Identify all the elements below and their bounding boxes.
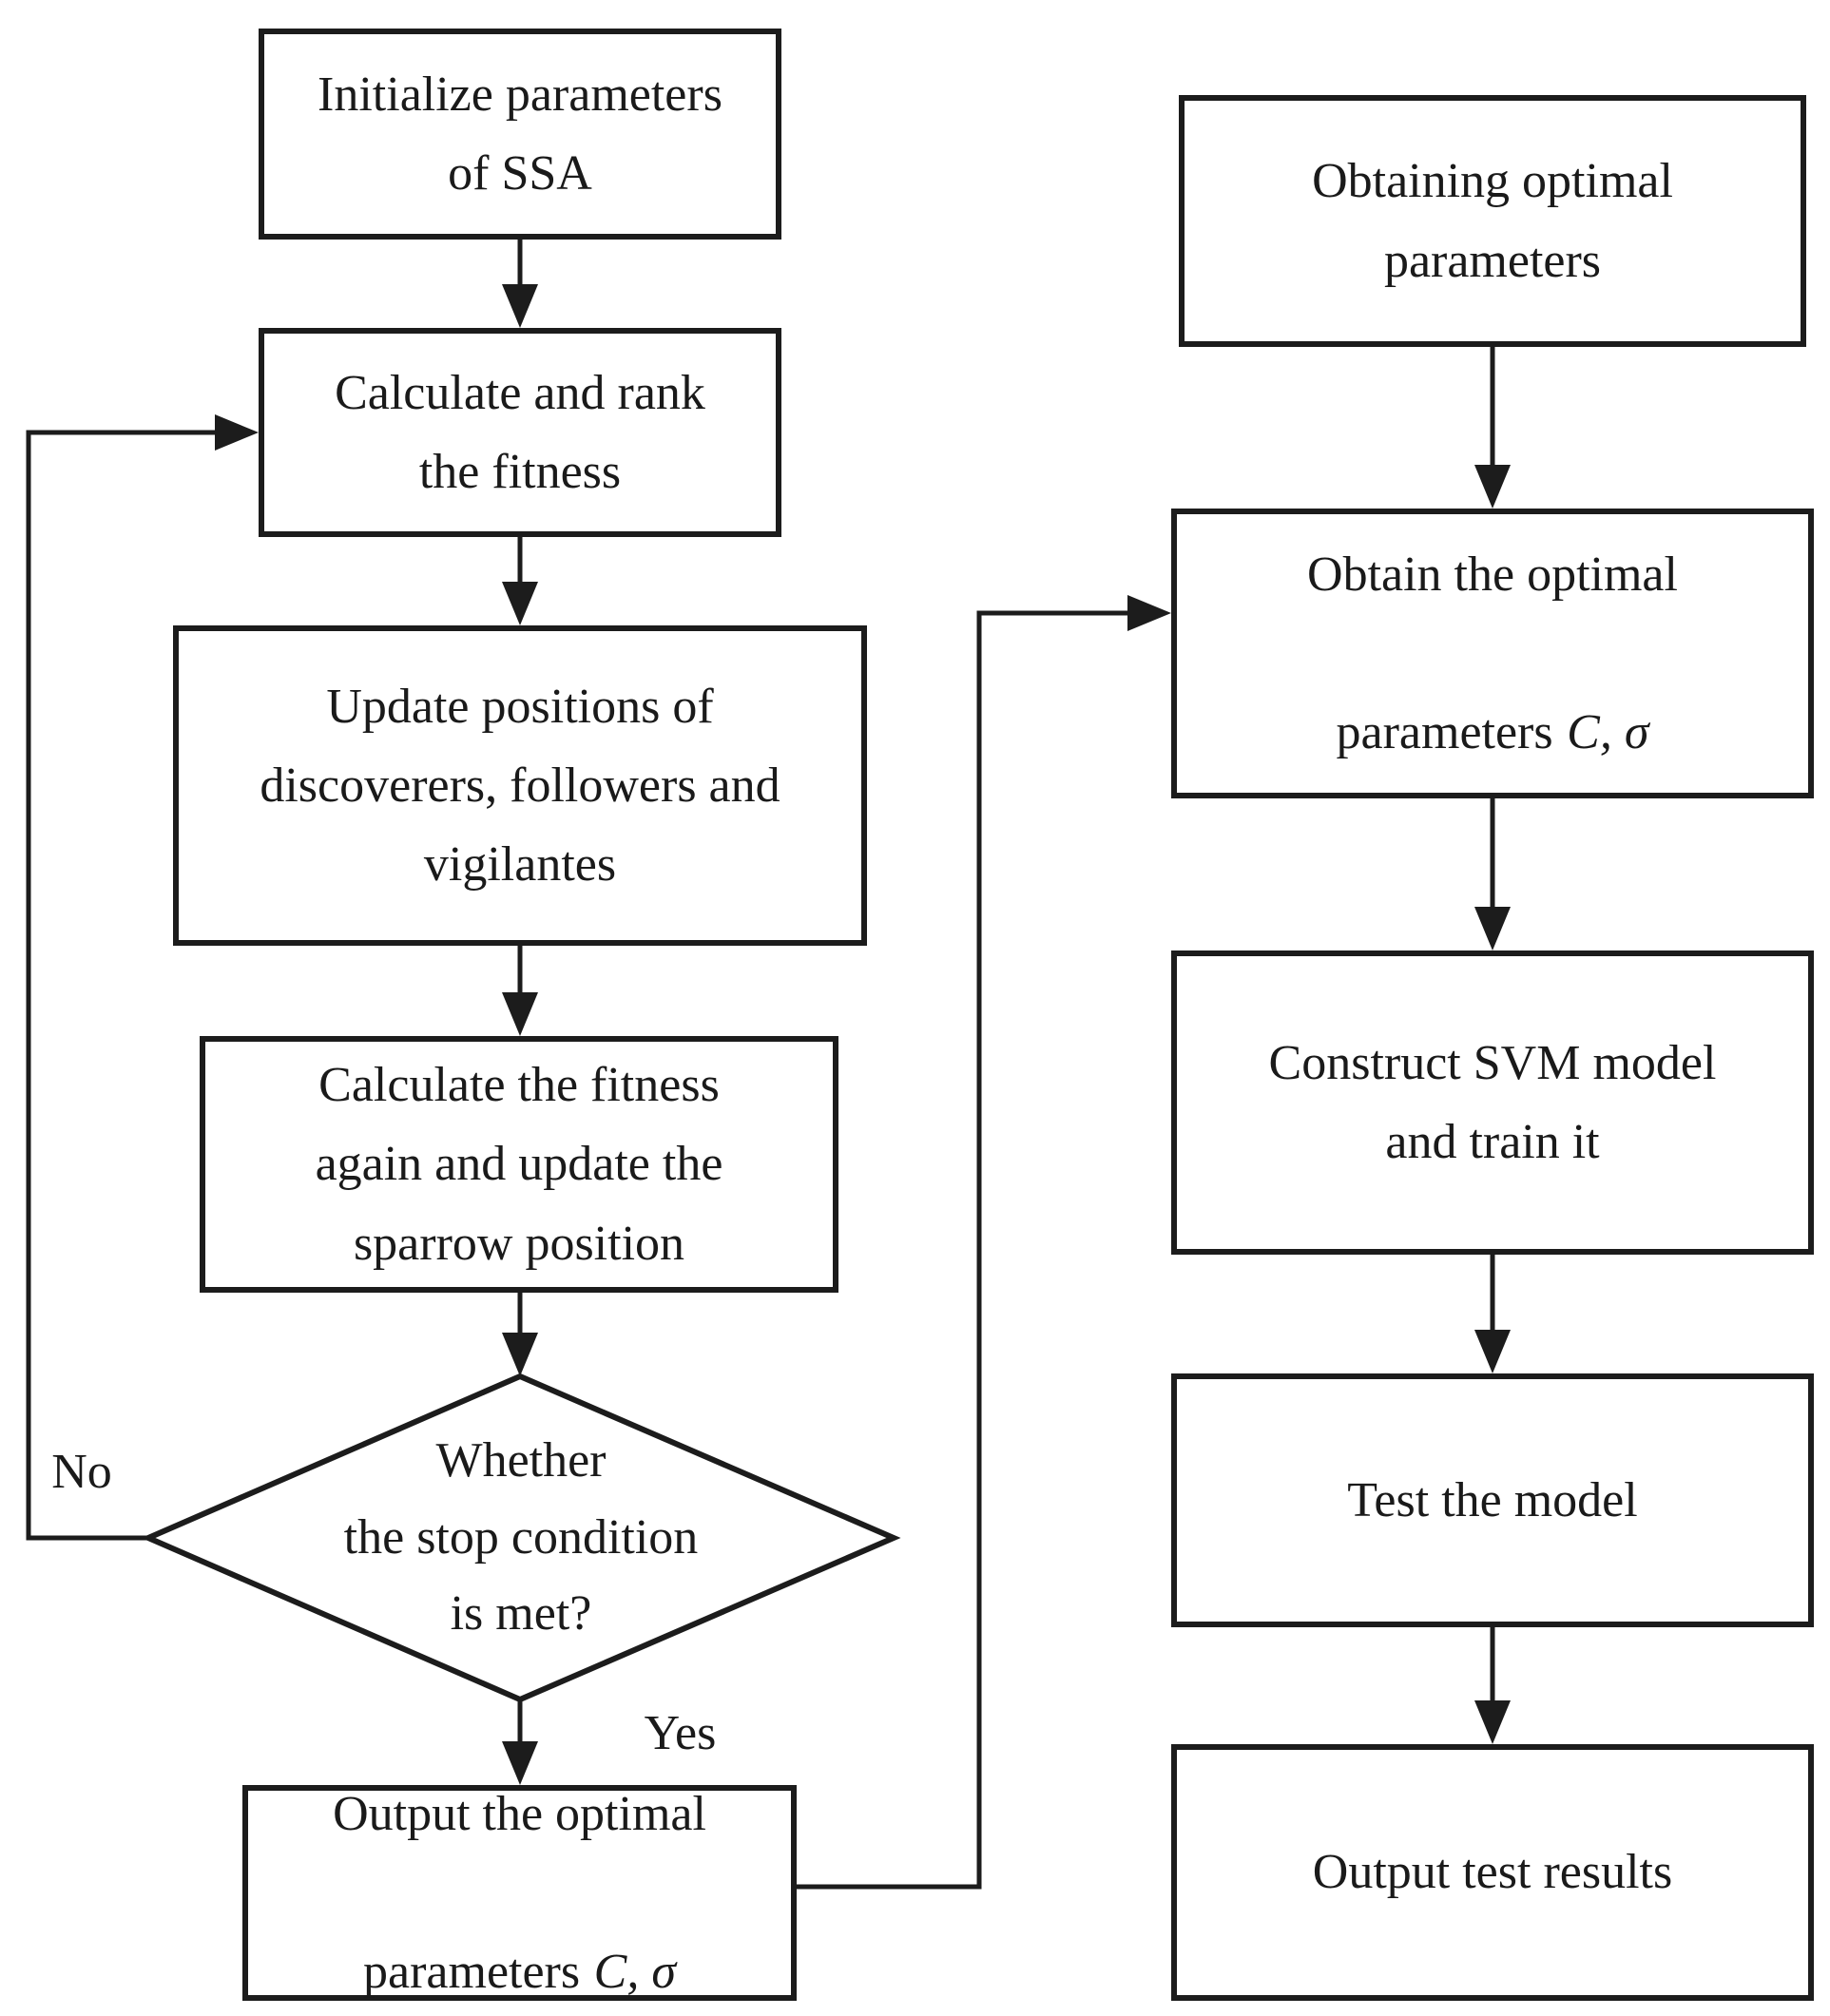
node-text-line: Obtain the optimal [1307, 547, 1678, 602]
node-calculate-fitness-again: Calculate the fitness again and update t… [200, 1036, 838, 1293]
node-output-test-results: Output test results [1171, 1744, 1814, 2001]
edge-update-to-again [502, 946, 538, 1036]
edge-decision-yes-to-output [502, 1699, 538, 1785]
node-obtain-optimal-parameters: Obtain the optimal parameters C, σ [1171, 509, 1814, 798]
node-stop-condition-label: Whether the stop condition is met? [343, 1433, 699, 1642]
arrow-down-icon [502, 992, 538, 1036]
arrow-down-icon [502, 1333, 538, 1376]
node-text-params-symbols: C, σ [593, 1945, 676, 2000]
edge-obtaining-to-obtain [1474, 347, 1511, 509]
node-construct-svm-model: Construct SVM model and train it [1171, 950, 1814, 1255]
node-initialize-ssa: Initialize parameters of SSA [259, 29, 781, 240]
node-test-the-model: Test the model [1171, 1373, 1814, 1627]
edge-init-to-calc [502, 240, 538, 328]
arrow-down-icon [502, 284, 538, 328]
arrow-down-icon [1474, 1700, 1511, 1744]
node-text-line: Output the optimal [333, 1786, 706, 1841]
edge-construct-to-test [1474, 1255, 1511, 1373]
edge-decision-no-loop [26, 414, 259, 1541]
node-text-line: parameters C, σ [1337, 614, 1649, 772]
edge-obtain-to-construct [1474, 798, 1511, 950]
arrow-down-icon [1474, 907, 1511, 950]
edge-again-to-decision [502, 1293, 538, 1376]
edge-label-yes: Yes [644, 1706, 717, 1760]
arrow-right-icon [1127, 595, 1171, 631]
node-text-prefix: parameters [1336, 705, 1553, 760]
edge-calc-to-update [502, 537, 538, 625]
arrow-down-icon [1474, 465, 1511, 509]
node-obtaining-optimal-parameters: Obtaining optimal parameters [1179, 95, 1806, 347]
edge-label-no: No [51, 1445, 112, 1499]
node-text-prefix: parameters [363, 1945, 581, 2000]
decision-diamond [141, 1373, 901, 1703]
node-calculate-rank-fitness: Calculate and rank the fitness [259, 328, 781, 537]
arrow-right-icon [215, 414, 259, 451]
node-text-params-symbols: C, σ [1567, 705, 1649, 760]
arrow-down-icon [1474, 1330, 1511, 1373]
arrow-down-icon [502, 1741, 538, 1785]
node-update-positions: Update positions of discoverers, followe… [173, 625, 867, 946]
edge-test-to-results [1474, 1627, 1511, 1744]
arrow-down-icon [502, 582, 538, 625]
edge-output-to-obtain [797, 595, 1171, 1890]
